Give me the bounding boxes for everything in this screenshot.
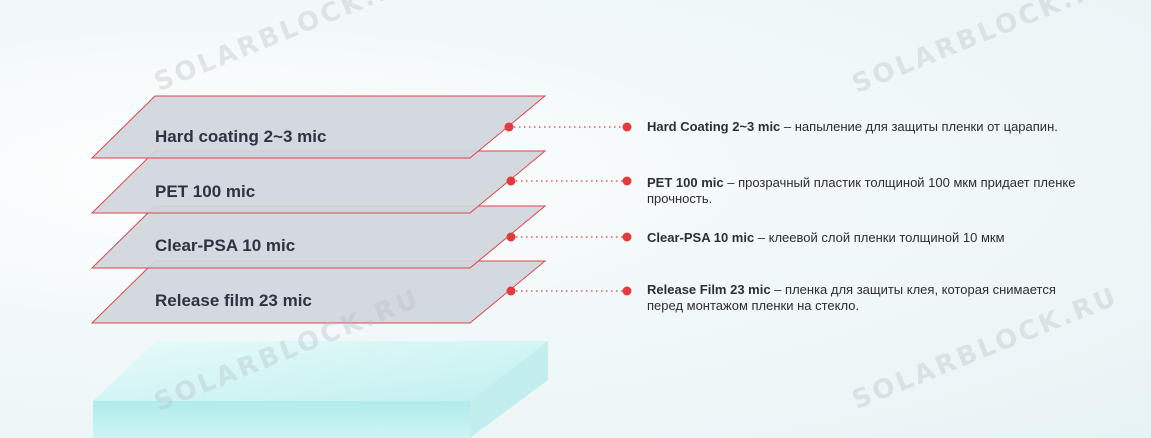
desc-hard-coating: Hard Coating 2~3 mic – напыление для защ… [647, 119, 1077, 135]
desc-text: – пленка для защиты клея, которая снимае… [647, 282, 1056, 313]
glass-top-face [93, 341, 548, 401]
layer-dot-pet [506, 176, 516, 186]
layer-dot-hard-coating [504, 122, 514, 132]
layer-clear-psa [90, 205, 547, 269]
desc-text: – прозрачный пластик толщиной 100 мкм пр… [647, 175, 1076, 206]
layer-release-film [90, 260, 547, 324]
desc-title: Clear-PSA 10 mic [647, 230, 755, 245]
desc-release-film: Release Film 23 mic – пленка для защиты … [647, 282, 1077, 314]
text-dot-hard-coating [622, 122, 632, 132]
layer-hard-coating [90, 95, 547, 159]
glass-front-face [93, 401, 470, 438]
desc-title: Release Film 23 mic [647, 282, 771, 297]
layer-dot-clear-psa [506, 232, 516, 242]
desc-text: – напыление для защиты пленки от царапин… [780, 119, 1058, 134]
text-dot-release-film [622, 286, 632, 296]
text-dot-pet [622, 176, 632, 186]
layer-label-clear-psa: Clear-PSA 10 mic [155, 236, 296, 255]
layer-label-pet: PET 100 mic [155, 182, 256, 201]
glass-base [93, 341, 548, 438]
layer-dot-release-film [506, 286, 516, 296]
desc-title: PET 100 mic [647, 175, 724, 190]
layer-label-release-film: Release film 23 mic [155, 291, 312, 310]
film-layers [90, 95, 547, 324]
layer-label-hard-coating: Hard coating 2~3 mic [155, 127, 327, 146]
desc-clear-psa: Clear-PSA 10 mic – клеевой слой пленки т… [647, 230, 1077, 246]
desc-pet: PET 100 mic – прозрачный пластик толщино… [647, 175, 1077, 207]
leader-lines [504, 122, 632, 296]
text-dot-clear-psa [622, 232, 632, 242]
desc-title: Hard Coating 2~3 mic [647, 119, 781, 134]
glass-side-face [470, 341, 548, 438]
desc-text: – клеевой слой пленки толщиной 10 мкм [754, 230, 1005, 245]
layer-pet [90, 150, 547, 214]
